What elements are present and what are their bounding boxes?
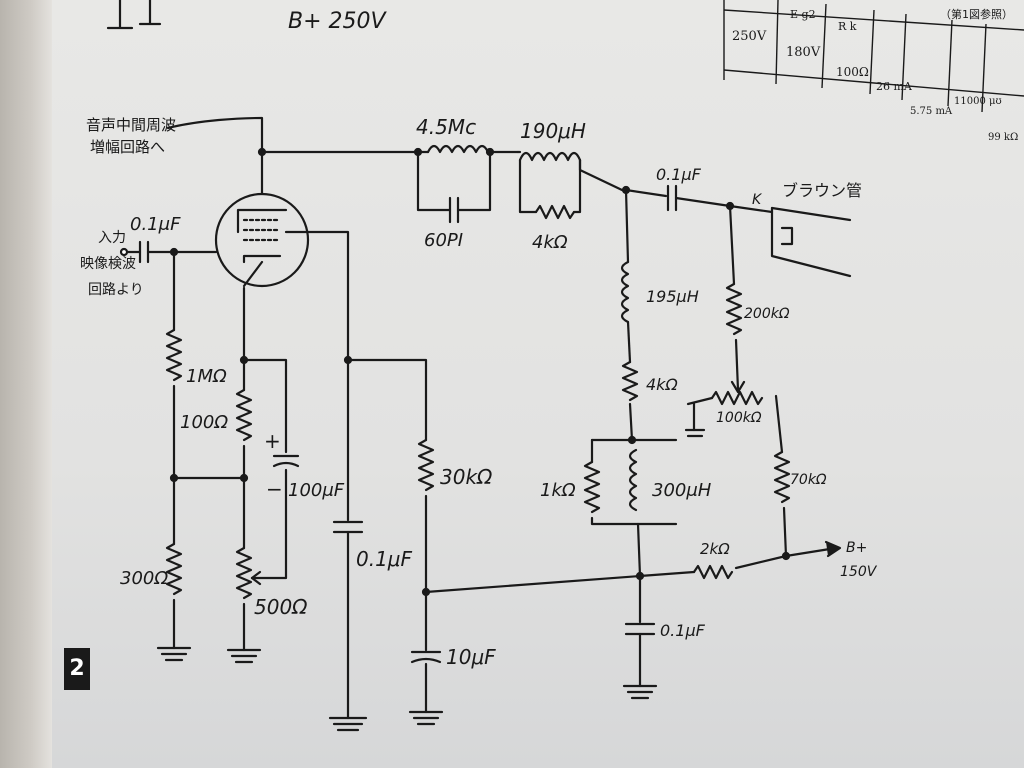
label-200k: 200kΩ (744, 306, 790, 322)
coil-300 (628, 448, 638, 512)
label-input-3: 回路より (88, 282, 144, 298)
label-195uh: 195μH (646, 287, 699, 306)
ground-500 (226, 648, 262, 664)
book-page (52, 0, 1024, 768)
cap-output (666, 184, 678, 212)
label-30k: 30kΩ (440, 465, 493, 489)
label-2k: 2kΩ (700, 540, 730, 558)
crt-top (770, 206, 852, 222)
table-header-eg2: E g2 (790, 8, 816, 21)
table-cell-5: 11000 μʊ (954, 96, 1002, 107)
resistor-4k-parallel (534, 204, 576, 220)
ground-screen (328, 716, 368, 732)
ground-pot (684, 428, 706, 438)
resistor-1meg (165, 328, 183, 382)
label-1k: 1kΩ (540, 480, 576, 501)
ground-stub-top-2 (138, 0, 162, 26)
label-k: K (752, 192, 763, 208)
label-crt: ブラウン管 (782, 181, 862, 200)
table-header-rk: R k (838, 20, 857, 33)
table-cell-6: 99 kΩ (988, 132, 1018, 143)
label-100ohm: 100Ω (180, 412, 228, 433)
label-100uf: 100μF (288, 480, 345, 501)
cap-screen (332, 520, 364, 534)
label-500ohm: 500Ω (254, 595, 308, 619)
label-4k-parallel: 4kΩ (532, 232, 568, 253)
resistor-100ohm (235, 388, 253, 442)
label-c-bottom: 0.1μF (660, 621, 706, 640)
resistor-70k (773, 450, 791, 504)
label-60pi: 60PI (424, 230, 463, 251)
ground-300 (156, 646, 192, 662)
ground-10uf (408, 710, 444, 726)
table-cell-2: 100Ω (836, 65, 869, 79)
page-number: 2 (69, 656, 85, 681)
trap-coil (426, 144, 490, 154)
cap-bottom (624, 622, 656, 636)
resistor-2k (692, 564, 734, 580)
tube-cathode (242, 254, 282, 264)
label-b250: B+ 250V (288, 9, 388, 34)
label-output-2: 増幅回路へ (90, 138, 165, 156)
label-100k: 100kΩ (716, 410, 762, 426)
label-4k-series: 4kΩ (646, 375, 678, 394)
label-10uf: 10μF (446, 645, 496, 669)
trap-cap (448, 196, 460, 224)
table-cell-3: 26 mA (876, 80, 913, 93)
pot-500ohm (235, 546, 253, 600)
resistor-4k-series (621, 360, 639, 402)
label-c-screen: 0.1μF (356, 547, 413, 571)
table-title: （第1図参照） (940, 7, 1013, 21)
crt-cathode (780, 226, 794, 246)
pot-100k (710, 390, 764, 406)
resistor-300ohm (165, 542, 183, 596)
label-70k: 70kΩ (790, 472, 827, 488)
ground-stub-top-1 (106, 0, 134, 30)
table-cell-0: 250V (732, 29, 767, 44)
spec-table (723, 0, 1024, 113)
bus-b150 (424, 570, 696, 594)
label-300uh: 300μH (652, 480, 712, 501)
resistor-30k (417, 438, 435, 492)
label-190uh: 190μH (520, 119, 586, 143)
wire-sound-if (166, 116, 264, 154)
peaking-coil-190 (518, 151, 582, 162)
page-number-box (64, 648, 90, 690)
label-output-1: 音声中間周波 (86, 116, 176, 134)
resistor-200k (725, 282, 743, 336)
label-minus: − (266, 477, 283, 501)
ground-bottom (622, 684, 658, 700)
label-1meg: 1MΩ (186, 366, 227, 387)
label-c-input: 0.1μF (130, 214, 181, 235)
label-4-5mc: 4.5Mc (416, 115, 476, 139)
coil-195 (620, 260, 630, 324)
label-input-1: 入力 (98, 230, 126, 246)
label-150v: 150V (840, 564, 878, 580)
cap-input (138, 240, 150, 264)
table-cell-1: 180V (786, 45, 821, 60)
resistor-1k (583, 460, 601, 514)
crt-body (770, 206, 852, 278)
label-b-plus: B+ (846, 540, 867, 556)
wire-screen (284, 230, 350, 362)
table-cell-4: 5.75 mA (910, 106, 953, 117)
label-plus: + (264, 429, 281, 453)
tube-plate (236, 208, 288, 234)
label-c-out: 0.1μF (656, 165, 702, 184)
label-300ohm: 300Ω (120, 568, 168, 589)
label-input-2: 映像検波 (80, 256, 136, 272)
book-binding-shadow (0, 0, 52, 768)
